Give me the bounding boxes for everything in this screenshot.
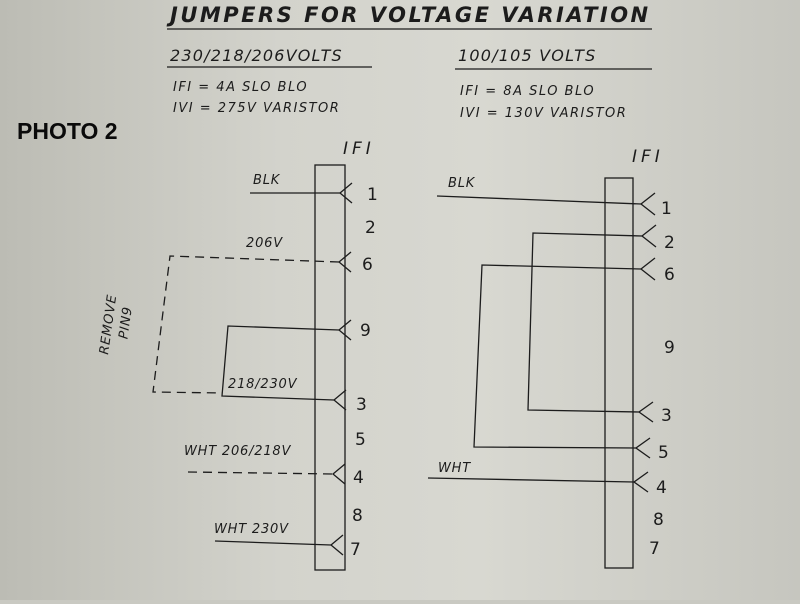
left-label-pin9: PIN9 [116,305,135,340]
right-pin-5: 5 [658,443,669,463]
right-spec-varistor: IVI = 130V VARISTOR [460,106,627,121]
right-pin-4: 4 [656,478,667,498]
right-connector-2 [640,224,657,248]
right-pin-1: 1 [661,199,672,219]
left-pin-6: 6 [362,255,373,275]
left-pin-9: 9 [360,321,371,341]
left-spec-varistor: IVI = 275V VARISTOR [173,101,340,116]
left-jumper-9-to-3 [221,325,340,401]
right-jumper-2-to-3 [527,232,643,413]
right-label-wht: WHT [438,461,471,476]
right-wire-blk [436,195,642,205]
left-pin-4: 4 [353,468,364,488]
right-connector-3 [637,401,654,423]
right-pin-2: 2 [664,233,675,253]
right-pin-7: 7 [649,539,660,559]
right-pin-8: 8 [653,510,664,530]
right-terminal-block [604,177,634,569]
right-connector-4 [632,471,649,493]
left-label-remove: REMOVE [97,293,120,355]
right-jumper-6-to-5 [473,264,642,449]
left-pin-1: 1 [367,185,378,205]
left-connector-1 [338,182,353,204]
left-connector-7 [329,534,344,556]
right-heading: 100/105 VOLTS [458,46,596,65]
left-label-218-230v: 218/230V [228,377,298,392]
left-wire-wht-230v [214,540,332,546]
right-connector-5 [634,437,651,459]
right-connector-6 [639,257,656,281]
left-pin-5: 5 [355,430,366,450]
diagram-title: JUMPERS FOR VOLTAGE VARIATION [166,3,651,27]
photo-label: PHOTO 2 [17,118,118,144]
left-label-blk: BLK [253,173,281,188]
left-terminal-block [314,164,346,571]
left-pin-7: 7 [350,540,361,560]
left-heading: 230/218/206VOLTS [170,46,343,65]
left-connector-3 [332,389,347,411]
right-connector-1 [639,192,656,216]
right-label-blk: BLK [448,176,476,191]
right-block-label: IFI [632,147,664,167]
left-label-wht-230v: WHT 230V [214,522,289,537]
left-wire-wht-206-218v [187,471,334,475]
right-wire-wht [427,477,635,483]
right-pin-9: 9 [664,338,675,358]
right-pin-6: 6 [664,265,675,285]
left-spec-fuse: IFI = 4A SLO BLO [173,80,308,95]
left-block-label: IFI [343,139,375,159]
right-spec-fuse: IFI = 8A SLO BLO [460,84,595,99]
left-dashed-jumper-206v [152,255,340,394]
left-label-206v: 206V [246,236,283,251]
right-pin-3: 3 [661,406,672,426]
left-pin-8: 8 [352,506,363,526]
left-connector-4 [331,463,346,485]
left-pin-2: 2 [365,218,376,238]
left-pin-3: 3 [356,395,367,415]
left-label-wht-206-218v: WHT 206/218V [184,444,292,459]
